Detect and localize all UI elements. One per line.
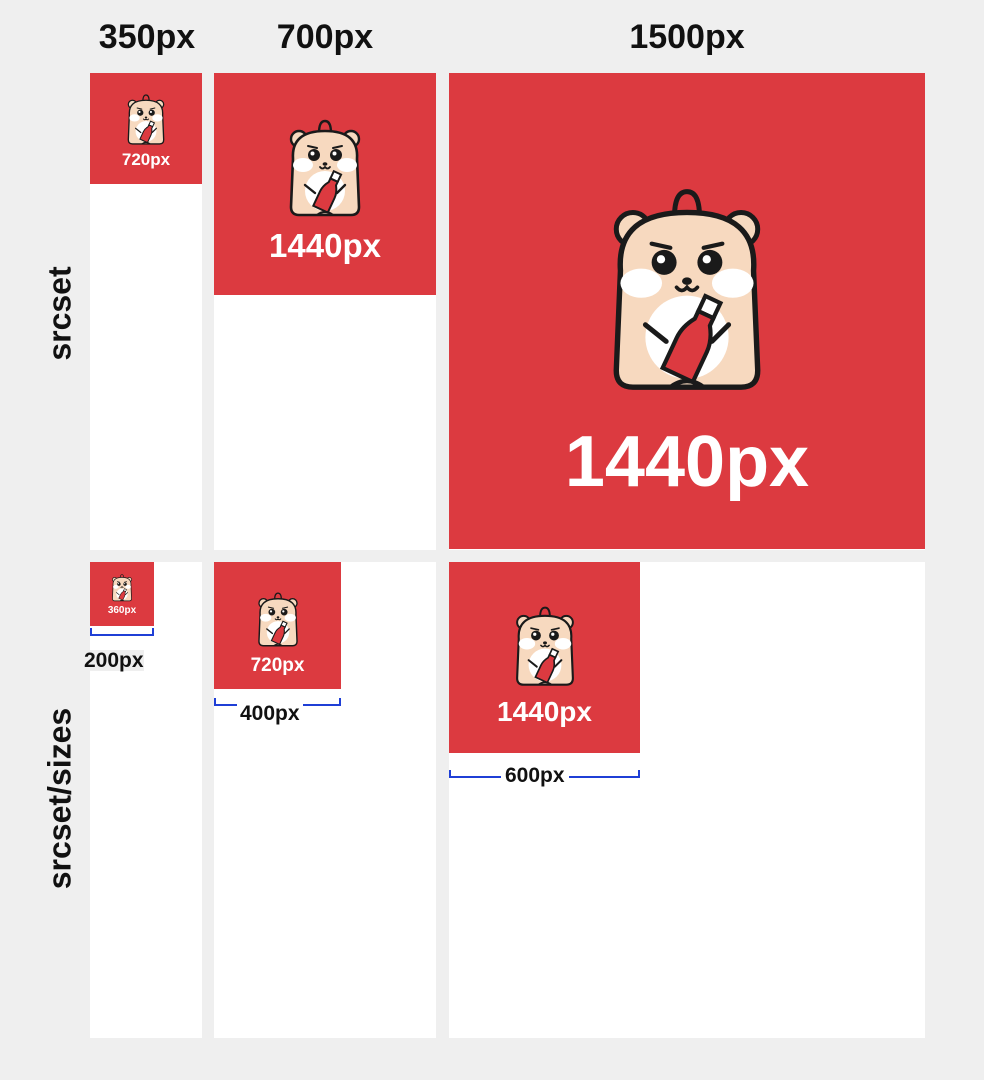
width-bracket-200: [90, 628, 154, 636]
image-resolution-label: 360px: [107, 605, 137, 616]
width-label-200: 200px: [84, 649, 144, 672]
column-header-700: 700px: [276, 18, 374, 56]
image-sizes-400: 720px: [214, 562, 341, 689]
panel-sizes-350: [90, 562, 202, 1038]
image-srcset-1500: 1440px: [449, 73, 925, 549]
hamster-icon: [289, 119, 361, 217]
hamster-icon: [127, 94, 165, 145]
hamster-icon: [257, 592, 298, 647]
image-resolution-label: 1440px: [269, 227, 381, 264]
image-resolution-label: 1440px: [564, 422, 810, 502]
image-srcset-350: 720px: [90, 73, 202, 184]
hamster-icon: [112, 574, 132, 602]
image-resolution-label: 720px: [250, 655, 305, 676]
hamster-icon: [515, 606, 574, 686]
width-label-400: 400px: [237, 703, 303, 724]
width-label-600: 600px: [501, 765, 569, 786]
image-resolution-label: 1440px: [497, 696, 592, 727]
image-sizes-200: 360px: [90, 562, 154, 626]
column-header-350: 350px: [98, 18, 196, 56]
row-header-srcset-sizes: srcset/sizes: [41, 707, 78, 890]
image-sizes-600: 1440px: [449, 562, 640, 753]
hamster-icon: [583, 169, 791, 414]
image-srcset-700: 1440px: [214, 73, 436, 295]
column-header-1500: 1500px: [629, 18, 745, 56]
image-resolution-label: 720px: [121, 150, 171, 169]
row-header-srcset: srcset: [41, 266, 78, 361]
